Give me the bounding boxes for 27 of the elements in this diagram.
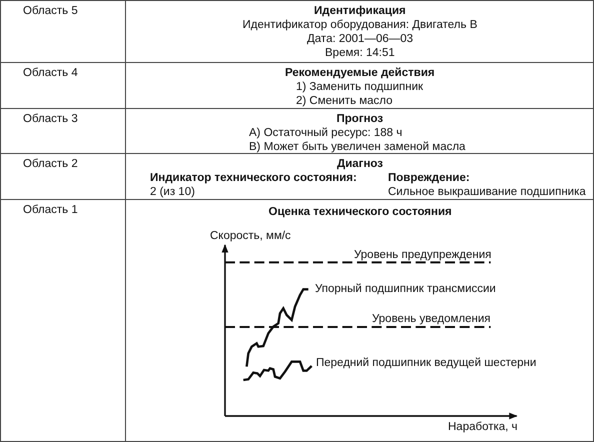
field-label: Повреждение:: [388, 171, 470, 185]
list-item: 1) Заменить подшипник: [296, 80, 424, 94]
section-heading: Идентификация: [314, 4, 406, 18]
threshold-label: Уровень уведомления: [372, 312, 490, 326]
list-item: B) Может быть увеличен заменой масла: [249, 140, 466, 154]
row-label: Область 5: [23, 4, 78, 18]
section-heading: Рекомендуемые действия: [285, 66, 435, 80]
field-value: Время: 14:51: [325, 46, 395, 60]
field-value: Идентификатор оборудования: Двигатель В: [242, 18, 478, 32]
chart-title: Оценка технического состояния: [268, 205, 452, 219]
row-label: Область 1: [23, 203, 78, 217]
list-item: 2) Сменить масло: [296, 94, 393, 108]
row-label: Область 4: [23, 66, 78, 80]
field-label: Индикатор технического состояния:: [150, 171, 357, 185]
row-label: Область 3: [23, 112, 78, 126]
field-value: Сильное выкрашивание подшипника: [388, 185, 586, 199]
list-item: A) Остаточный ресурс: 188 ч: [249, 126, 402, 140]
threshold-label: Уровень предупреждения: [354, 248, 492, 262]
field-value: Дата: 2001—06—03: [307, 32, 414, 46]
axis-label: Скорость, мм/с: [210, 229, 291, 243]
series-label: Упорный подшипник трансмиссии: [315, 282, 496, 296]
section-heading: Прогноз: [336, 112, 384, 126]
axis-label: Наработка, ч: [448, 420, 518, 434]
section-heading: Диагноз: [337, 157, 383, 171]
field-value: 2 (из 10): [150, 185, 195, 199]
series-label: Передний подшипник ведущей шестерни: [316, 356, 536, 370]
row-label: Область 2: [23, 157, 78, 171]
